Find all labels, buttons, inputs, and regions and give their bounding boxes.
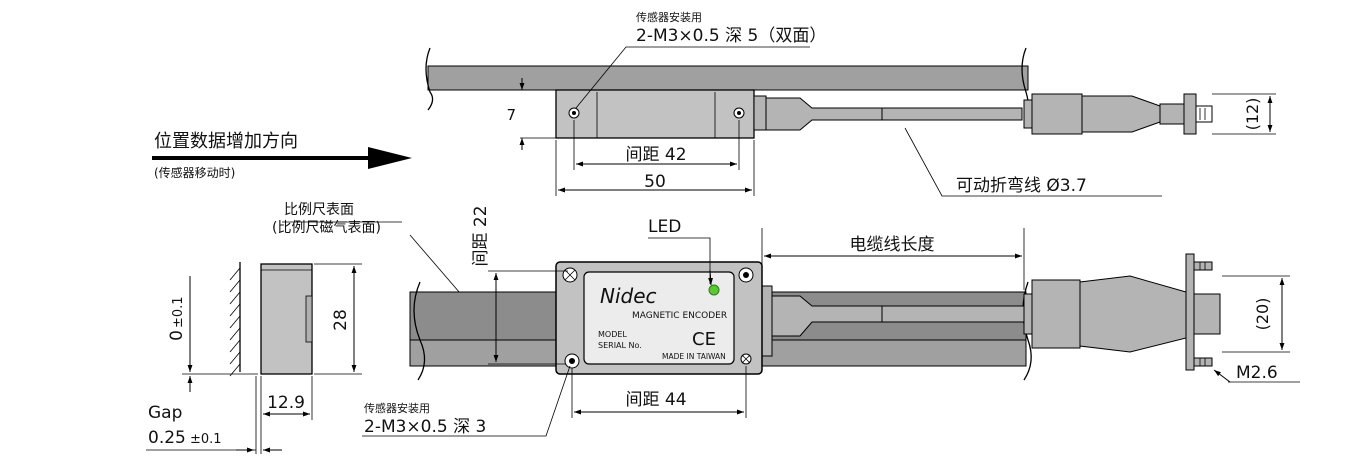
cable-note: 可动折弯线 Ø3.7 <box>956 176 1087 196</box>
product-name: MAGNETIC ENCODER <box>632 311 727 321</box>
direction-sub-label: (传感器移动时) <box>154 165 235 180</box>
connector-top <box>1023 93 1213 135</box>
mount-screw-br <box>740 353 752 365</box>
direction-indicator: 位置数据增加方向 (传感器移动时) <box>152 131 412 180</box>
made-in-label: MADE IN TAIWAN <box>662 352 726 361</box>
dim-height-7: 7 <box>506 106 516 124</box>
hole-note-small-front: 传感器安装用 <box>364 401 430 415</box>
brand-logo: Nidec <box>600 284 657 308</box>
dim-pitch-42: 间距 42 <box>625 145 686 165</box>
led-indicator <box>708 284 720 296</box>
mount-screw-tl <box>562 267 578 283</box>
cable-length-label: 电缆线长度 <box>850 235 935 255</box>
mount-screw-tr <box>738 267 754 283</box>
ce-mark: CE <box>692 329 716 350</box>
dim-width-50: 50 <box>644 172 666 192</box>
side-view: 比例尺表面 (比例尺磁气表面) 28 0 ±0.1 12.9 Gap 0.25 … <box>146 202 467 454</box>
break-line-left <box>425 47 434 111</box>
connector-dim-20: (20) <box>1253 298 1272 331</box>
connector-front <box>1023 253 1221 371</box>
cable-relief-top <box>753 95 767 131</box>
hole-note-front: 2-M3×0.5 深 3 <box>364 417 486 437</box>
dim-offset: 0 <box>167 330 187 341</box>
gap-label: Gap <box>148 403 182 423</box>
hole-note-small-top: 传感器安装用 <box>636 10 702 24</box>
connector-dim-12: (12) <box>1243 98 1262 131</box>
direction-arrow <box>152 147 412 169</box>
dim-offset-tol: ±0.1 <box>171 296 186 328</box>
gap-value: 0.25 <box>148 428 186 448</box>
front-view: Nidec MAGNETIC ENCODER MODEL SERIAL No. … <box>362 205 1300 437</box>
dim-pitch-22: 间距 22 <box>471 205 491 266</box>
screw-note: M2.6 <box>1236 363 1278 383</box>
cable-boot-top <box>765 97 883 131</box>
scale-surface-label: 比例尺表面 <box>284 202 354 218</box>
sensor-body-top <box>555 89 755 139</box>
model-label: MODEL <box>598 330 627 339</box>
scale-magnetic-surface-label: (比例尺磁气表面) <box>272 220 381 236</box>
gap-tol: ±0.1 <box>190 432 222 447</box>
led-label: LED <box>648 217 681 237</box>
scale-hatch <box>229 267 241 377</box>
cable-top <box>881 107 1023 121</box>
mount-screw-bl <box>564 353 580 369</box>
dim-height-28: 28 <box>331 309 351 331</box>
scale-bar-top <box>427 65 1029 91</box>
product-label <box>583 271 735 365</box>
direction-label: 位置数据增加方向 <box>154 131 298 152</box>
serial-label: SERIAL No. <box>598 341 642 350</box>
cable-front <box>881 305 1025 323</box>
dim-thickness: 12.9 <box>267 393 305 413</box>
dim-pitch-44: 间距 44 <box>625 390 686 410</box>
sensor-body-side <box>260 263 313 375</box>
cable-relief-front <box>761 285 773 357</box>
hole-note-top: 2-M3×0.5 深 5（双面） <box>636 26 826 46</box>
top-view: 7 间距 42 50 传感器安装用 2-M3×0.5 深 5（双面） 可动折弯线… <box>425 10 1276 197</box>
